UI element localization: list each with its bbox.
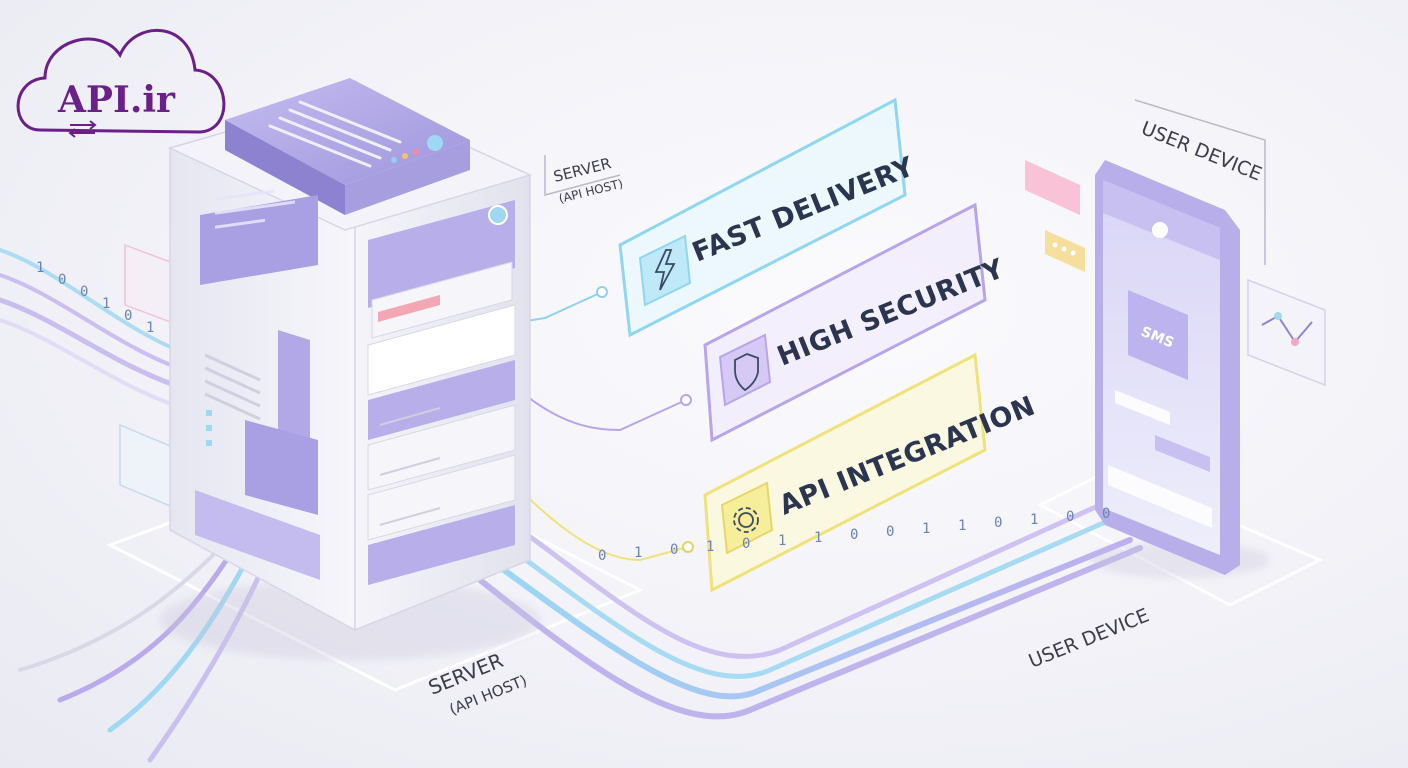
binary-stream-right: 0 1 0 1 0 1 1 0 0 1 1 0 1 0 0 [598,506,1110,564]
server-label-top: SERVER (API HOST) [544,154,624,206]
binary-digit: 0 [670,542,678,558]
binary-digit: 1 [922,521,930,537]
binary-digit: 1 [958,518,966,534]
server-label-bottom: SERVER (API HOST) [425,648,530,719]
binary-digit: 0 [1066,509,1074,525]
binary-digit: 1 [634,545,642,561]
logo-text: API.ir [57,79,176,121]
binary-digit: 0 [886,524,894,540]
gear-icon [733,507,759,533]
binary-digit: 0 [994,515,1002,531]
binary-digit: 1 [706,539,714,555]
brand-logo: API.ir [16,29,226,138]
shield-icon [734,353,759,392]
cloud-outline [16,29,226,134]
binary-digit: 0 [58,272,66,288]
binary-digit: 1 [36,260,44,276]
binary-digit: 0 [742,536,750,552]
drive-bays [367,200,516,585]
floating-chat-bubbles [1025,160,1085,272]
binary-digit: 1 [814,530,822,546]
binary-digit: 0 [850,527,858,543]
binary-digit: 1 [1030,512,1038,528]
lightning-icon [654,249,676,291]
binary-digit: 1 [146,320,154,336]
binary-digit: 0 [598,548,606,564]
binary-digit: 1 [102,296,110,312]
binary-digit: 0 [80,284,88,300]
svg-text:USER DEVICE: USER DEVICE [1026,604,1153,672]
device-label-bottom: USER DEVICE [1026,604,1153,672]
sync-arrows-icon [68,120,97,138]
user-device-phone: SMS [1090,160,1270,578]
binary-digit: 0 [1102,506,1110,522]
binary-digit: 0 [124,308,132,324]
binary-digit: 1 [778,533,786,549]
server-tower [160,78,540,660]
svg-text:USER DEVICE: USER DEVICE [1138,117,1265,185]
floating-chart-panel [1247,278,1326,387]
